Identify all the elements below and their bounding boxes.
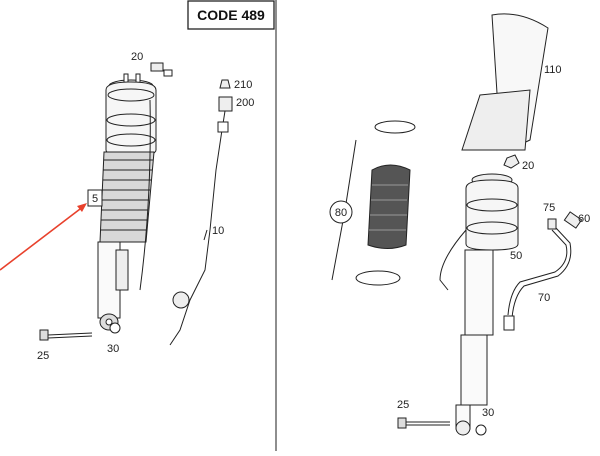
left-washer: 30 — [107, 322, 121, 355]
arrow-head — [77, 203, 87, 212]
callout-right-washer: 30 — [482, 407, 494, 419]
callout-right-hose: 70 — [538, 292, 550, 304]
callout-right-strut: 50 — [510, 250, 522, 262]
left-bellows — [99, 151, 155, 243]
callout-right-clamp-group: 80 — [335, 207, 347, 219]
left-bolt: 25 — [37, 329, 93, 362]
callout-left-washer: 30 — [107, 343, 119, 355]
right-washer: 30 — [475, 407, 494, 436]
callout-right-cover: 110 — [544, 64, 562, 76]
callout-right-valve: 75 — [543, 202, 555, 214]
callout-right-nut: 20 — [522, 160, 534, 172]
callout-left-cable: 10 — [212, 225, 224, 237]
callout-box-5: 5 — [87, 189, 103, 207]
callout-left-connector: 200 — [236, 97, 254, 109]
callout-left-nut: 20 — [131, 51, 143, 63]
right-cover: 110 — [461, 13, 562, 151]
callout-left-shock: 5 — [92, 193, 98, 205]
right-air-strut: 50 — [439, 173, 522, 436]
left-nut: 20 — [131, 51, 173, 77]
callout-left-cap: 210 — [234, 79, 252, 91]
pointer-arrow — [0, 205, 85, 271]
callout-left-bolt: 25 — [37, 350, 49, 362]
right-nut: 20 — [503, 154, 534, 172]
right-valve-plug: 75 60 — [543, 202, 590, 230]
right-hose: 70 — [503, 227, 572, 331]
callout-right-bolt: 25 — [397, 399, 409, 411]
code-box: CODE 489 — [187, 0, 275, 30]
right-bolt: 25 — [397, 399, 450, 429]
right-clamp-group: 80 — [329, 120, 416, 286]
callout-right-plug: 60 — [578, 213, 590, 225]
code-label: CODE 489 — [197, 7, 265, 23]
left-shock-absorber — [97, 73, 157, 331]
left-connector-group: 210 200 10 — [169, 79, 254, 346]
